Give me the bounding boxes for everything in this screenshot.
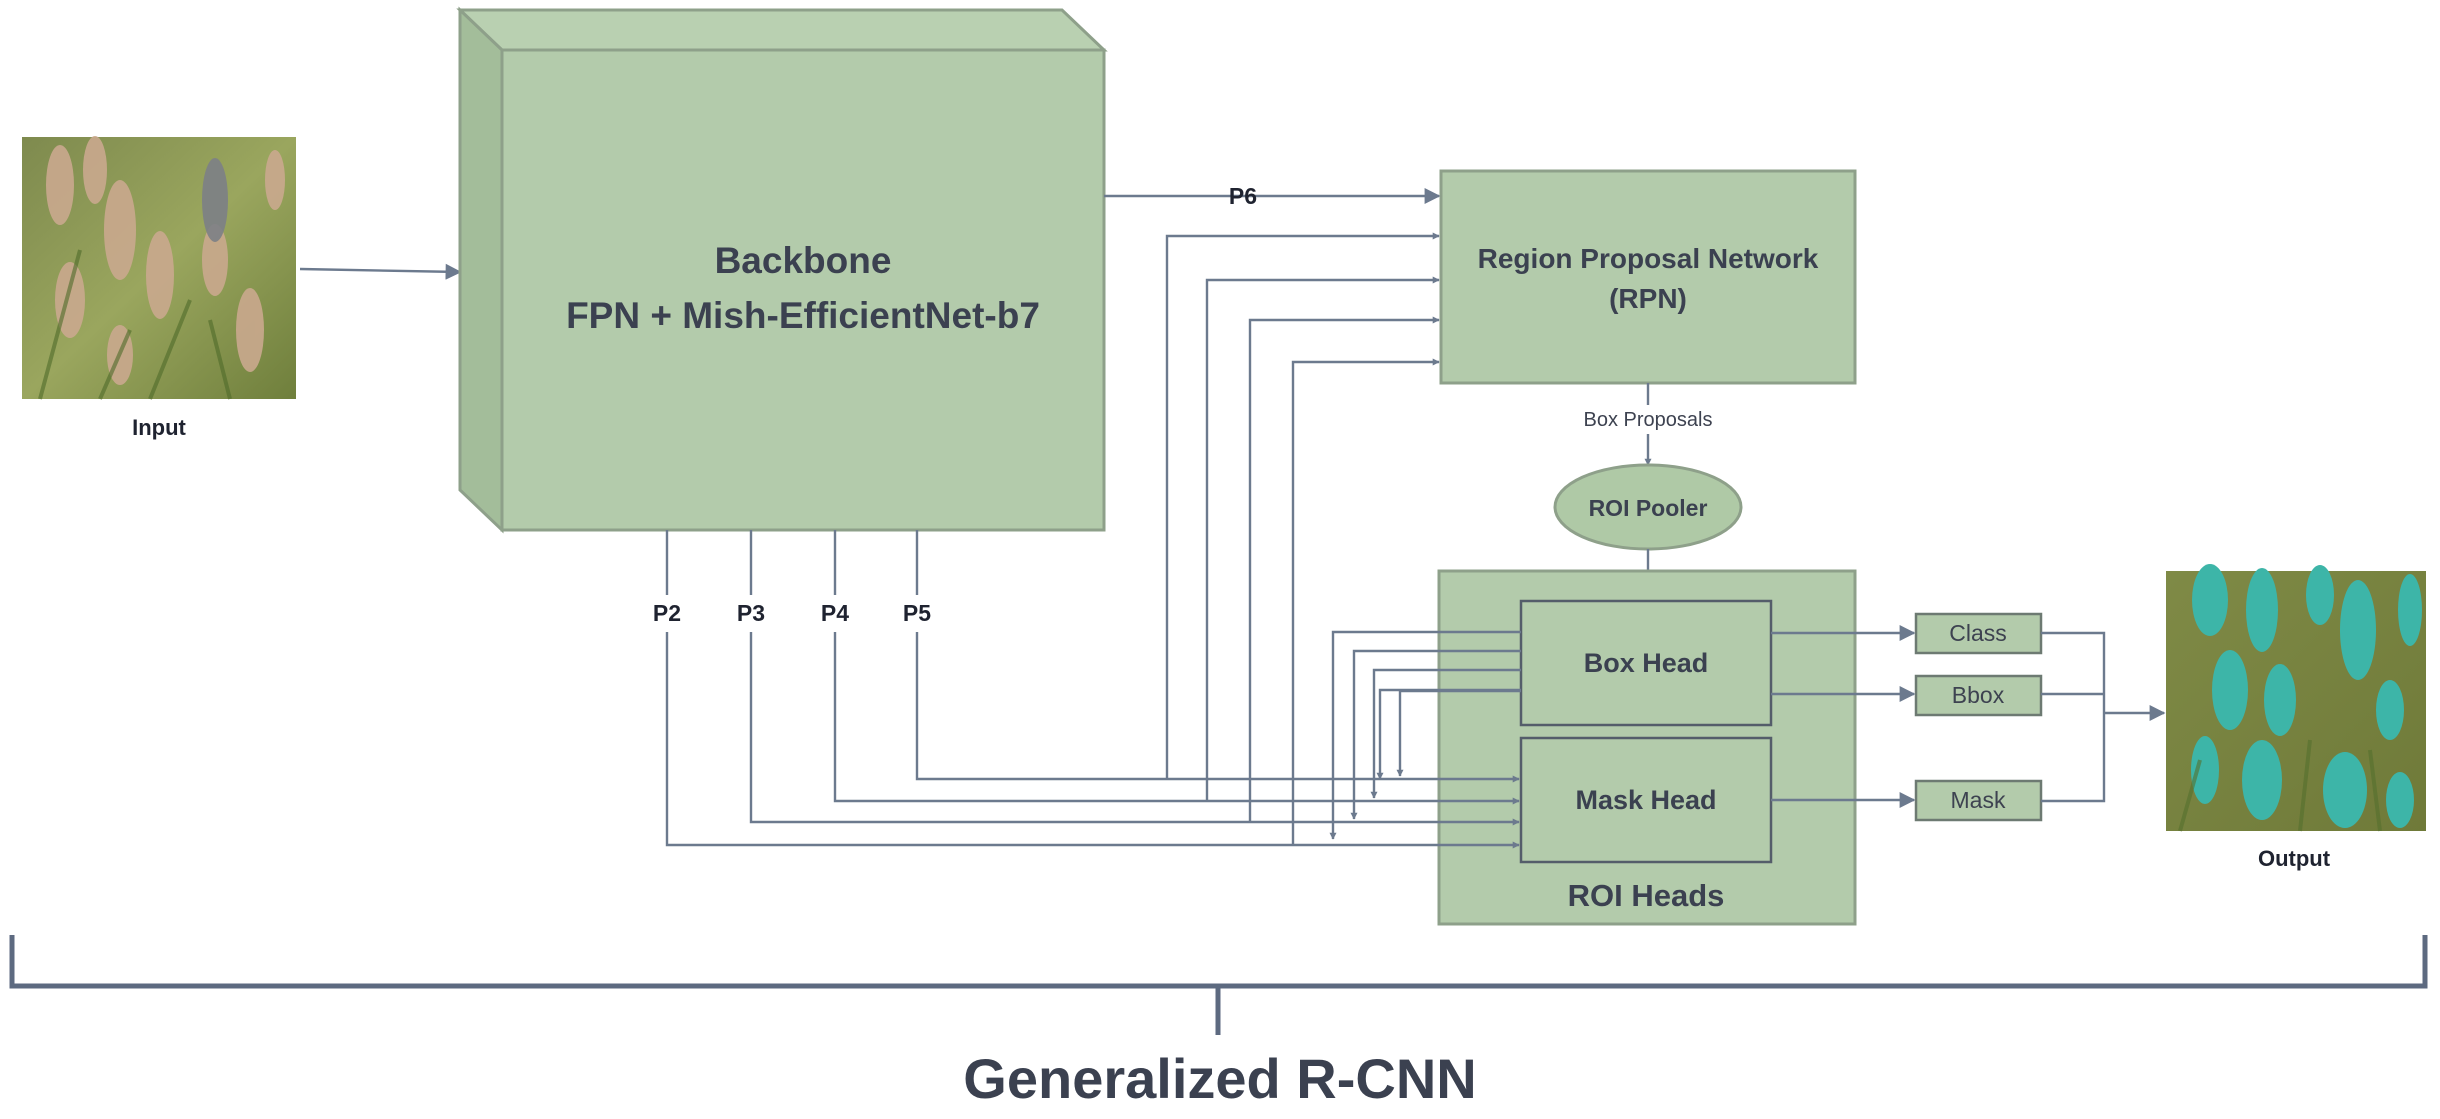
output-label: Output: [2258, 846, 2331, 871]
box-head-tap-1: [1329, 630, 1521, 840]
box-head-label: Box Head: [1584, 648, 1709, 678]
p3-bus: [749, 632, 1520, 826]
class-output-label: Class: [1949, 620, 2007, 646]
mask-output-box: [1914, 779, 2043, 822]
p4-bus: [833, 632, 1520, 805]
p5-bus: [915, 632, 1520, 783]
input-image: [22, 136, 296, 400]
rpn-subtitle: (RPN): [1609, 283, 1687, 314]
p4-label: P4: [821, 600, 849, 626]
p5-label: P5: [903, 600, 931, 626]
box-head-block: [1519, 599, 1773, 727]
p3-rpn-riser: [1248, 316, 1440, 822]
rpn-title: Region Proposal Network: [1478, 243, 1819, 274]
box-head-tap-5: [1396, 689, 1521, 777]
roi-heads-label: ROI Heads: [1568, 878, 1725, 913]
p4-rpn-riser: [1205, 276, 1440, 801]
p2-bus: [665, 632, 1520, 849]
p6-label: P6: [1229, 183, 1257, 209]
input-label: Input: [132, 415, 186, 440]
framework-title: Generalized R-CNN: [963, 1047, 1476, 1110]
rpn-block: [1439, 169, 1857, 385]
roi-pooler-label: ROI Pooler: [1589, 495, 1708, 521]
backbone-title: Backbone: [715, 240, 892, 281]
backbone-block: [456, 6, 1108, 534]
output-image: [2166, 564, 2426, 832]
input-to-backbone-arrow: [299, 263, 462, 280]
p2-label: P2: [653, 600, 681, 626]
mask-head-label: Mask Head: [1575, 785, 1716, 815]
outputs-merge-connector: [2041, 631, 2106, 803]
p5-rpn-riser: [1165, 232, 1440, 779]
bbox-output-label: Bbox: [1952, 682, 2005, 708]
box-proposals-label: Box Proposals: [1584, 409, 1713, 431]
box-head-tap-3: [1370, 668, 1521, 799]
p2-rpn-riser: [1291, 358, 1440, 845]
bbox-output-box: [1914, 674, 2043, 717]
backbone-subtitle: FPN + Mish-EfficientNet-b7: [566, 295, 1040, 336]
p3-label: P3: [737, 600, 765, 626]
mask-output-label: Mask: [1951, 787, 2006, 813]
framework-bracket: [9, 935, 2428, 1035]
box-head-tap-2: [1350, 649, 1521, 820]
